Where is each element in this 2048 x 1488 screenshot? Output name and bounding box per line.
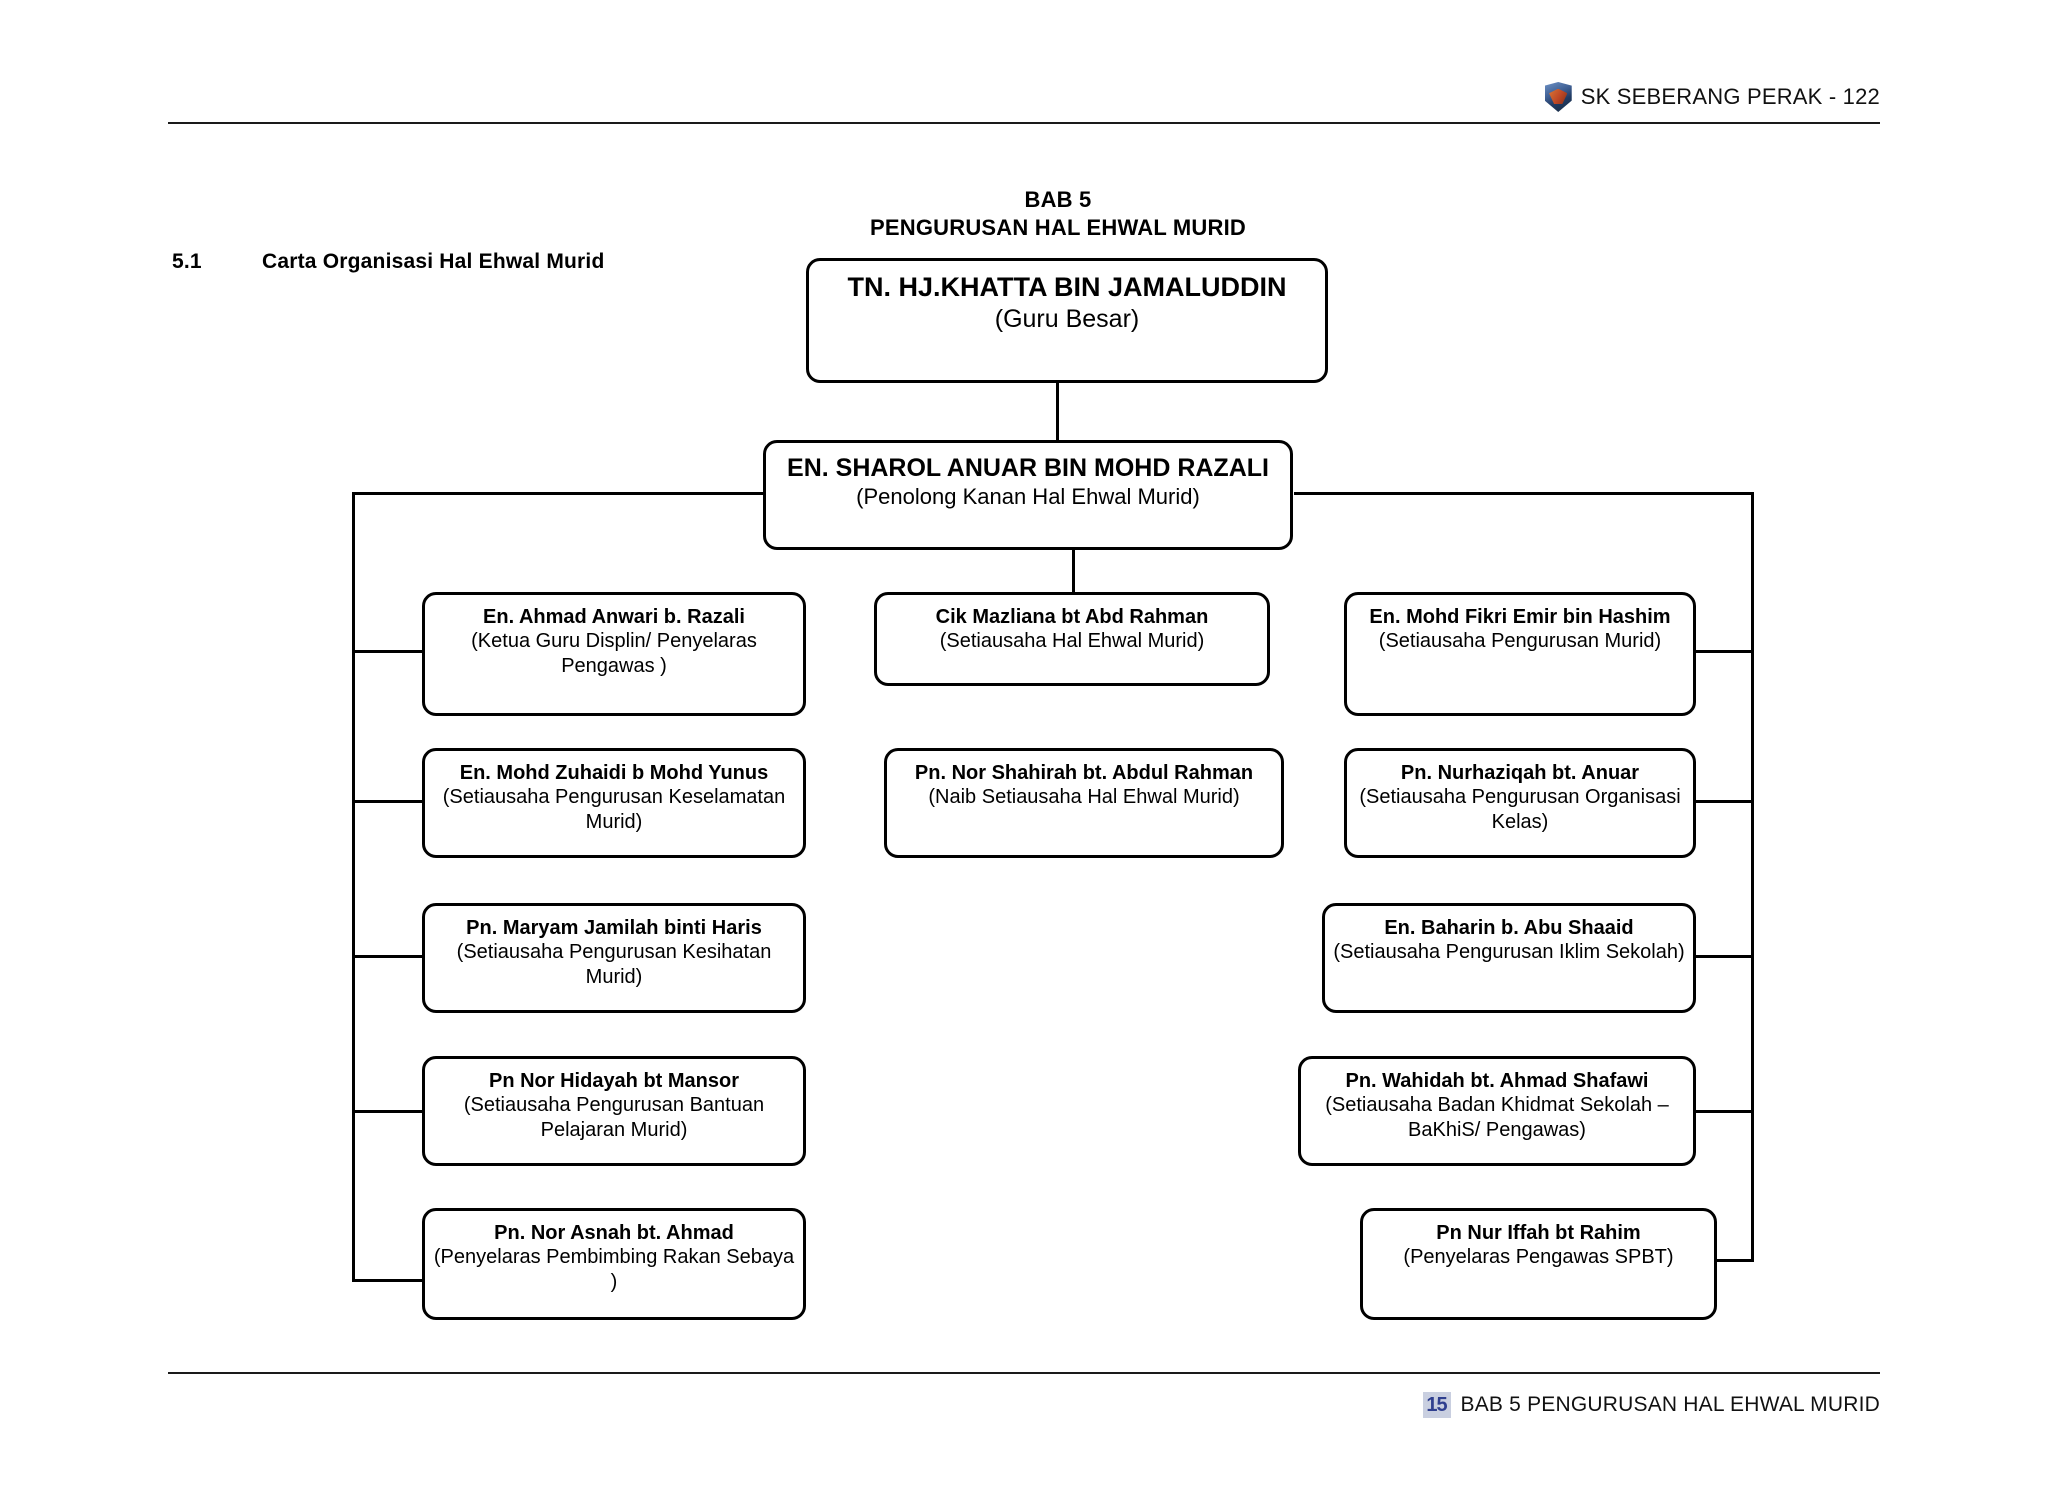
org-node-name: Pn Nor Hidayah bt Mansor xyxy=(488,1070,740,1092)
connector-left-branch-2 xyxy=(352,800,422,803)
connector-right-branch-3 xyxy=(1696,955,1754,958)
school-crest-icon xyxy=(1544,82,1572,112)
header-divider xyxy=(168,122,1880,124)
org-node-name: Pn. Maryam Jamilah binti Haris xyxy=(466,917,762,939)
org-node-role: (Naib Setiausaha Hal Ehwal Murid) xyxy=(928,786,1240,809)
org-node-left-4[interactable]: Pn Nor Hidayah bt Mansor (Setiausaha Pen… xyxy=(422,1056,806,1166)
section-number: 5.1 xyxy=(172,250,202,273)
org-node-name: En. Baharin b. Abu Shaaid xyxy=(1384,917,1634,939)
page-footer: BAB 5 PENGURUSAN HAL EHWAL MURID xyxy=(1422,1392,1880,1418)
chapter-heading-line2: PENGURUSAN HAL EHWAL MURID xyxy=(870,215,1246,241)
connector-right-branch-5 xyxy=(1717,1259,1754,1262)
connector-right-branch-2 xyxy=(1696,800,1754,803)
connector-left-branch-3 xyxy=(352,955,422,958)
org-node-role: (Penolong Kanan Hal Ehwal Murid) xyxy=(856,483,1200,509)
org-node-name: Pn Nur Iffah bt Rahim xyxy=(1436,1222,1641,1244)
org-node-left-5[interactable]: Pn. Nor Asnah bt. Ahmad (Penyelaras Pemb… xyxy=(422,1208,806,1320)
org-node-role: (Setiausaha Pengurusan Organisasi Kelas) xyxy=(1359,786,1681,833)
org-node-name: Pn. Nor Asnah bt. Ahmad xyxy=(494,1222,734,1244)
org-node-name: Cik Mazliana bt Abd Rahman xyxy=(935,606,1209,628)
org-node-role: (Guru Besar) xyxy=(994,304,1140,333)
org-node-role: (Setiausaha Pengurusan Murid) xyxy=(1378,630,1662,653)
chapter-heading-line1: BAB 5 xyxy=(1024,187,1092,212)
connector-head-to-deputy xyxy=(1056,382,1059,440)
org-node-name: EN. SHAROL ANUAR BIN MOHD RAZALI xyxy=(787,454,1269,482)
org-node-role: (Setiausaha Pengurusan Keselamatan Murid… xyxy=(442,786,786,833)
org-node-right-1[interactable]: En. Mohd Fikri Emir bin Hashim (Setiausa… xyxy=(1344,592,1696,716)
connector-left-branch-4 xyxy=(352,1110,422,1113)
connector-right-branch-4 xyxy=(1696,1110,1754,1113)
org-node-center-1[interactable]: Cik Mazliana bt Abd Rahman (Setiausaha H… xyxy=(874,592,1270,686)
org-node-role: (Setiausaha Hal Ehwal Murid) xyxy=(939,630,1205,653)
footer-title: BAB 5 PENGURUSAN HAL EHWAL MURID xyxy=(1460,1393,1880,1416)
connector-deputy-left-top xyxy=(352,492,764,495)
org-node-role: (Setiausaha Badan Khidmat Sekolah – BaKh… xyxy=(1325,1094,1669,1141)
org-node-name: Pn. Nurhaziqah bt. Anuar xyxy=(1400,762,1640,784)
connector-right-spine xyxy=(1751,492,1754,1262)
document-logo-icon xyxy=(1422,1392,1451,1418)
org-node-role: (Penyelaras Pengawas SPBT) xyxy=(1403,1246,1674,1269)
org-node-right-4[interactable]: Pn. Wahidah bt. Ahmad Shafawi (Setiausah… xyxy=(1298,1056,1696,1166)
org-node-deputy[interactable]: EN. SHAROL ANUAR BIN MOHD RAZALI (Penolo… xyxy=(763,440,1293,550)
org-node-role: (Setiausaha Pengurusan Bantuan Pelajaran… xyxy=(463,1094,765,1141)
connector-left-branch-1 xyxy=(352,650,422,653)
org-node-center-2[interactable]: Pn. Nor Shahirah bt. Abdul Rahman (Naib … xyxy=(884,748,1284,858)
header-title: SK SEBERANG PERAK - 122 xyxy=(1580,84,1880,109)
org-node-right-2[interactable]: Pn. Nurhaziqah bt. Anuar (Setiausaha Pen… xyxy=(1344,748,1696,858)
org-node-head[interactable]: TN. HJ.KHATTA BIN JAMALUDDIN (Guru Besar… xyxy=(806,258,1328,383)
org-node-role: (Ketua Guru Displin/ Penyelaras Pengawas… xyxy=(471,630,757,677)
org-node-right-5[interactable]: Pn Nur Iffah bt Rahim (Penyelaras Pengaw… xyxy=(1360,1208,1717,1320)
connector-left-branch-5 xyxy=(352,1279,422,1282)
org-node-left-3[interactable]: Pn. Maryam Jamilah binti Haris (Setiausa… xyxy=(422,903,806,1013)
org-node-left-1[interactable]: En. Ahmad Anwari b. Razali (Ketua Guru D… xyxy=(422,592,806,716)
connector-right-branch-1 xyxy=(1696,650,1754,653)
org-node-role: (Setiausaha Pengurusan Iklim Sekolah) xyxy=(1333,941,1685,964)
org-node-name: Pn. Nor Shahirah bt. Abdul Rahman xyxy=(914,762,1254,784)
org-node-name: En. Mohd Zuhaidi b Mohd Yunus xyxy=(459,762,769,784)
org-node-name: TN. HJ.KHATTA BIN JAMALUDDIN xyxy=(847,272,1287,302)
org-node-role: (Setiausaha Pengurusan Kesihatan Murid) xyxy=(456,941,772,988)
chapter-heading: BAB 5 PENGURUSAN HAL EHWAL MURID xyxy=(58,186,2048,242)
footer-divider xyxy=(168,1372,1880,1374)
section-title: Carta Organisasi Hal Ehwal Murid xyxy=(262,250,605,273)
connector-left-spine xyxy=(352,492,355,1282)
connector-deputy-to-center xyxy=(1072,548,1075,592)
org-node-name: Pn. Wahidah bt. Ahmad Shafawi xyxy=(1345,1070,1649,1092)
page-header: SK SEBERANG PERAK - 122 xyxy=(1544,82,1880,112)
org-node-name: En. Ahmad Anwari b. Razali xyxy=(483,606,745,628)
connector-deputy-right-top xyxy=(1294,492,1754,495)
org-node-role: (Penyelaras Pembimbing Rakan Sebaya ) xyxy=(433,1246,795,1293)
org-node-name: En. Mohd Fikri Emir bin Hashim xyxy=(1369,606,1671,628)
org-node-left-2[interactable]: En. Mohd Zuhaidi b Mohd Yunus (Setiausah… xyxy=(422,748,806,858)
org-node-right-3[interactable]: En. Baharin b. Abu Shaaid (Setiausaha Pe… xyxy=(1322,903,1696,1013)
